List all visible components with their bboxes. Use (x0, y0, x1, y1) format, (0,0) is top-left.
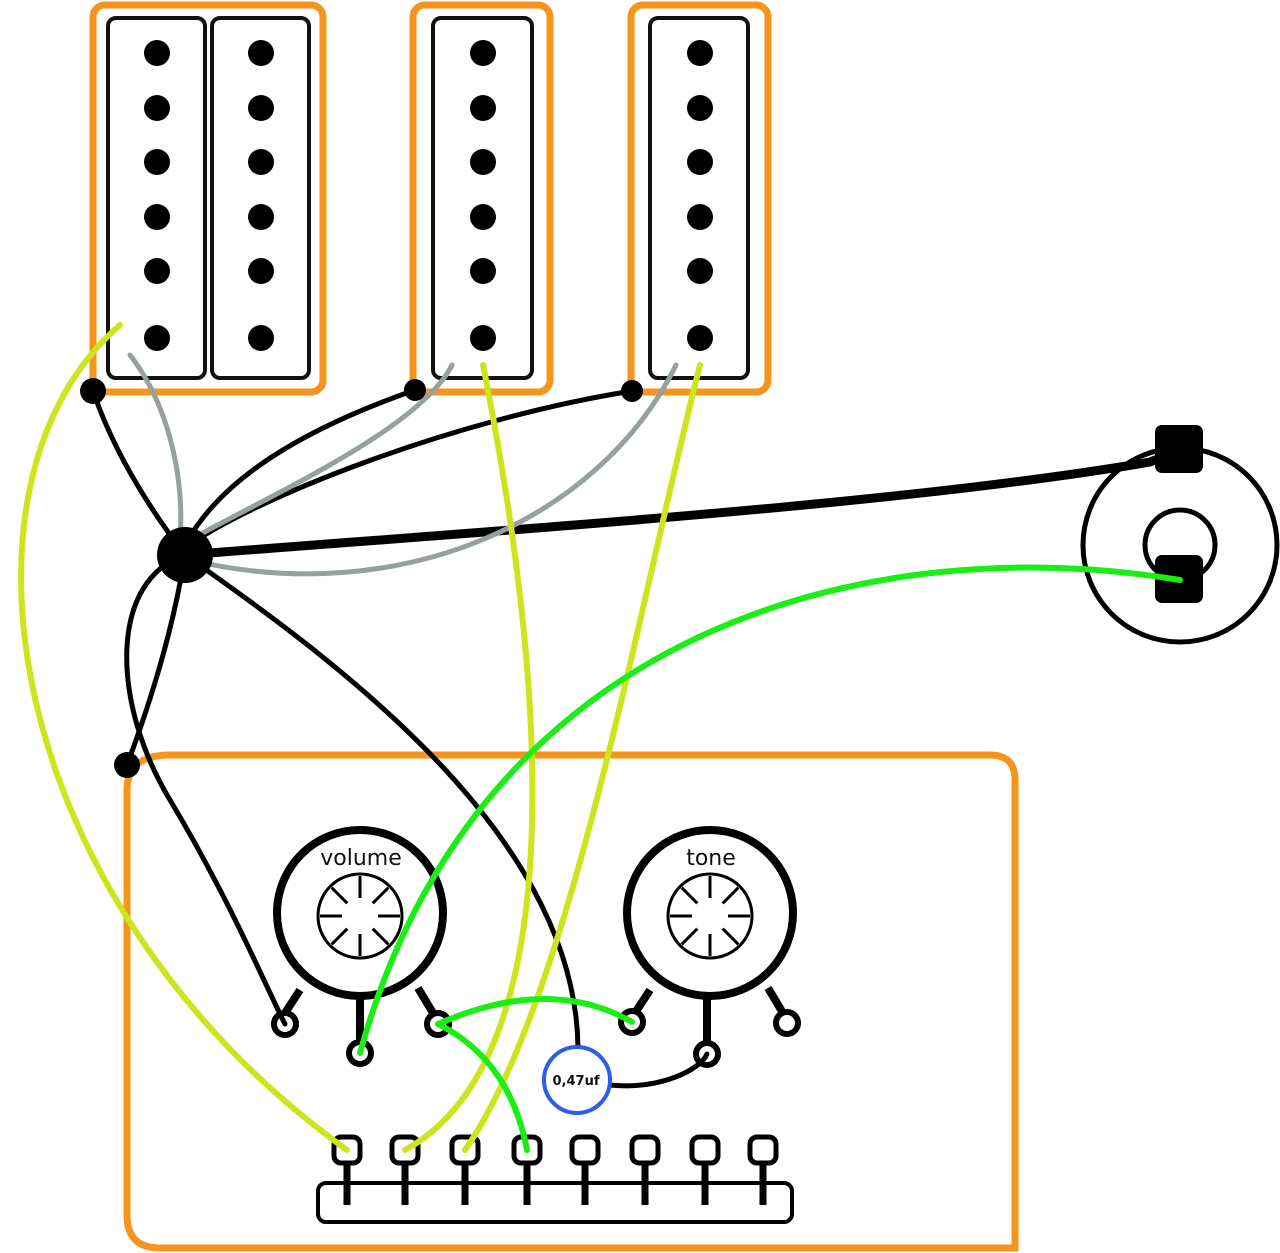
pole-piece (687, 149, 713, 175)
output-jack (1080, 425, 1280, 645)
pole-piece (144, 40, 170, 66)
pole-piece (144, 258, 170, 284)
pole-piece (470, 95, 496, 121)
pole-piece (470, 204, 496, 230)
pole-piece (687, 204, 713, 230)
knob-tick (680, 927, 699, 946)
knob-tick (721, 927, 740, 946)
switch-tab (629, 1134, 661, 1166)
jack-ground-lug (1155, 425, 1203, 473)
pickup-single-coil-neck (627, 1, 772, 396)
pole-piece (144, 95, 170, 121)
switch-tab (689, 1134, 721, 1166)
tone-pot: tone (618, 826, 801, 1068)
wires-grey (127, 352, 679, 577)
pole-piece (248, 95, 274, 121)
pole-piece (248, 204, 274, 230)
volume-label: volume (320, 846, 402, 871)
pole-piece (144, 325, 170, 351)
pole-piece (470, 325, 496, 351)
switch-tab (569, 1134, 601, 1166)
knob-tick (721, 886, 740, 905)
knob-tick (371, 886, 390, 905)
pole-piece (687, 325, 713, 351)
solder-joints (80, 378, 643, 778)
pole-piece (470, 149, 496, 175)
switch-tab (747, 1134, 779, 1166)
pole-piece (144, 204, 170, 230)
pole-piece (470, 40, 496, 66)
tone-label: tone (686, 846, 736, 871)
knob-tick (330, 927, 349, 946)
pickup-humbucker (89, 1, 327, 396)
pole-piece (248, 325, 274, 351)
capacitor-label: 0,47uf (553, 1074, 600, 1089)
pole-piece (687, 95, 713, 121)
pole-piece (248, 149, 274, 175)
pole-piece (248, 40, 274, 66)
pole-piece (470, 258, 496, 284)
pickup-single-coil-middle (409, 1, 554, 396)
knob-tick (371, 927, 390, 946)
pole-piece (248, 258, 274, 284)
pole-piece (687, 40, 713, 66)
knob-tick (330, 886, 349, 905)
tone-capacitor: 0,47uf (542, 1045, 612, 1115)
knob-tick (680, 886, 699, 905)
ground-junction (157, 527, 213, 583)
pole-piece (144, 149, 170, 175)
pickup-selector-switch (316, 1134, 794, 1224)
wires-green (357, 564, 1183, 1153)
volume-pot: volume (271, 826, 452, 1067)
pole-piece (687, 258, 713, 284)
wires-yellowgreen (18, 322, 703, 1153)
